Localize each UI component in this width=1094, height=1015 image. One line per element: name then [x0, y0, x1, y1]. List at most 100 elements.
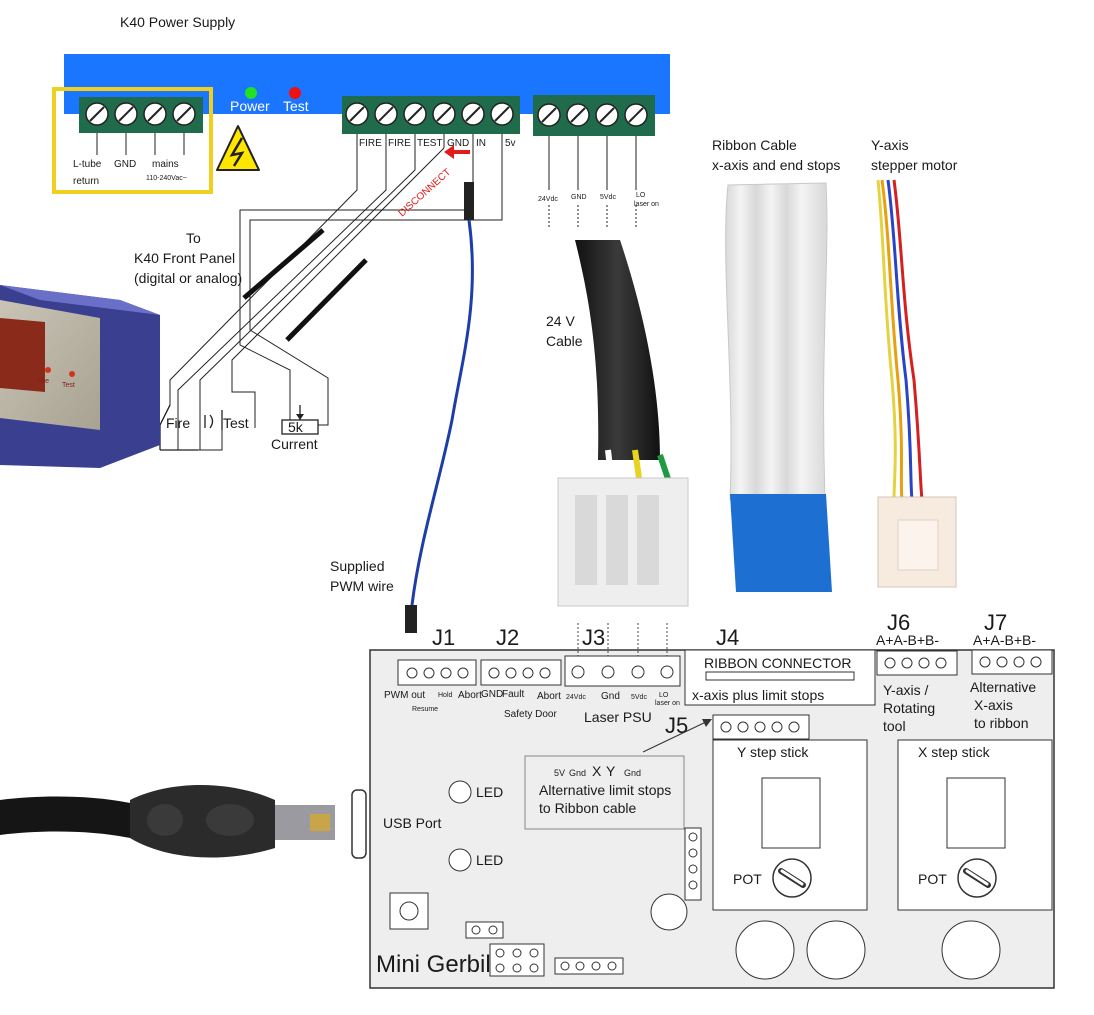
j1-resume-label: Resume: [412, 706, 438, 713]
ribbon-label-1: Ribbon Cable: [712, 137, 797, 153]
y-driver-chip: [761, 777, 821, 849]
pwm-label-1: Supplied: [330, 558, 385, 574]
led-1-label: LED: [476, 784, 503, 800]
wire-bundle-markers: [242, 228, 368, 342]
j6-label: J6: [887, 610, 910, 635]
usb-port: [351, 789, 367, 859]
test-terminal-label: TEST: [417, 138, 443, 149]
y-step-stick-label: Y step stick: [737, 744, 809, 760]
j5-pointer: [642, 720, 709, 753]
j3-pins: [571, 665, 674, 679]
psu-power-label: Power: [230, 98, 270, 114]
pwm-wire-top-plug: [464, 182, 474, 220]
jumper-pin: [488, 925, 498, 935]
ribbon-cable-photo: [725, 182, 832, 592]
psu-power-led: [245, 87, 257, 99]
psu-test-led: [289, 87, 301, 99]
ribbon-connector-label: RIBBON CONNECTOR: [704, 655, 852, 671]
return-label: return: [73, 176, 99, 187]
ribbon-label-2: x-axis and end stops: [712, 157, 840, 173]
capacitor-3: [941, 920, 1001, 980]
reset-button-cap: [399, 901, 419, 921]
fire1-terminal-label: FIRE: [359, 138, 382, 149]
stepper-cable-photo: [876, 179, 924, 501]
isp-pins: [495, 948, 539, 973]
test-switch-label: Test: [223, 415, 249, 431]
board-name: Mini Gerbil: [376, 951, 491, 978]
in-terminal-label: IN: [476, 138, 486, 149]
stepper-label-1: Y-axis: [871, 137, 909, 153]
j3-5vdc-label: 5Vdc: [631, 694, 647, 701]
j6-desc-1: Y-axis /: [883, 682, 929, 698]
j1-label: J1: [432, 625, 455, 650]
led-2: [448, 848, 472, 872]
ltube-label: L-tube: [73, 159, 102, 170]
led-1: [448, 780, 472, 804]
j3-label: J3: [582, 625, 605, 650]
control-screws: [345, 102, 514, 126]
x-step-stick-label: X step stick: [918, 744, 991, 760]
laser-terminal-leads: [548, 136, 637, 190]
control-separators: [356, 134, 503, 148]
j1-hold-label: Hold: [438, 692, 453, 699]
j1-pwm-out-label: PWM out: [384, 690, 425, 701]
j6-pins: [884, 657, 947, 669]
j7-pins-label: A+A-B+B-: [973, 632, 1036, 648]
front-panel-caption-1: To: [186, 230, 201, 246]
j2-abort-label: Abort: [537, 691, 561, 702]
psu-lo-label: LO: [636, 192, 646, 199]
jumper-pin: [471, 925, 481, 935]
pwm-label-2: PWM wire: [330, 578, 394, 594]
ribbon-connector-slot: [705, 671, 855, 681]
pwm-wire-bottom-plug: [405, 605, 417, 633]
mains-screws: [85, 102, 196, 126]
psu-title: K40 Power Supply: [120, 14, 235, 30]
mains-leads: [96, 133, 185, 155]
j5-info-box: [524, 755, 685, 830]
j1-pins: [406, 667, 469, 679]
capacitor-1: [735, 920, 795, 980]
j3-24vdc-label: 24Vdc: [566, 694, 586, 701]
j5-5v-label: 5V: [554, 768, 565, 778]
pot-wiper-arrow: [296, 414, 304, 420]
capacitor-2: [806, 920, 866, 980]
mains-label: mains: [152, 159, 179, 170]
usb-port-label: USB Port: [383, 815, 441, 831]
mains-highlight-box: [52, 87, 213, 194]
bottom-header-pins: [560, 961, 617, 971]
j2-pins: [488, 667, 551, 679]
j3-gnd-label: Gnd: [601, 691, 620, 702]
j6-pins-label: A+A-B+B-: [876, 632, 939, 648]
laser-screws: [537, 103, 648, 127]
x-driver-chip: [946, 777, 1006, 849]
pot-value-label: 5k: [288, 419, 304, 435]
led-2-label: LED: [476, 852, 503, 868]
panel-photo-fire: Fire: [37, 378, 49, 385]
j6-desc-3: tool: [883, 718, 906, 734]
panel-photo-test: Test: [62, 382, 75, 389]
j7-desc-1: Alternative: [970, 679, 1036, 695]
y-pot-slot-inner: [780, 869, 804, 886]
j7-pins: [979, 656, 1042, 668]
laser-psu-label: Laser PSU: [584, 709, 652, 725]
j1-abort-label: Abort: [458, 690, 482, 701]
stepper-connector-latch: [897, 519, 939, 571]
j2-fault-label: Fault: [502, 689, 524, 700]
j7-desc-2: X-axis: [974, 697, 1013, 713]
j5-gnd1-label: Gnd: [569, 768, 586, 778]
j5-label: J5: [665, 713, 688, 738]
j2-gnd-label: GND: [481, 689, 503, 700]
pwm-wire: [410, 219, 474, 606]
disconnect-arrow-head: [444, 145, 454, 159]
j2-label: J2: [496, 625, 519, 650]
stepper-label-2: stepper motor: [871, 157, 958, 173]
5v-terminal-label: 5v: [505, 138, 516, 149]
psu-24vdc-label: 24Vdc: [538, 196, 558, 203]
cable-24v-label-2: Cable: [546, 333, 583, 349]
j3-laser-on-label: laser on: [655, 700, 680, 707]
safety-door-label: Safety Door: [504, 709, 557, 720]
front-panel-photo: Fire Test: [0, 285, 160, 468]
gnd-terminal-label: GND: [447, 138, 469, 149]
j5-box-text-2: to Ribbon cable: [539, 800, 637, 816]
